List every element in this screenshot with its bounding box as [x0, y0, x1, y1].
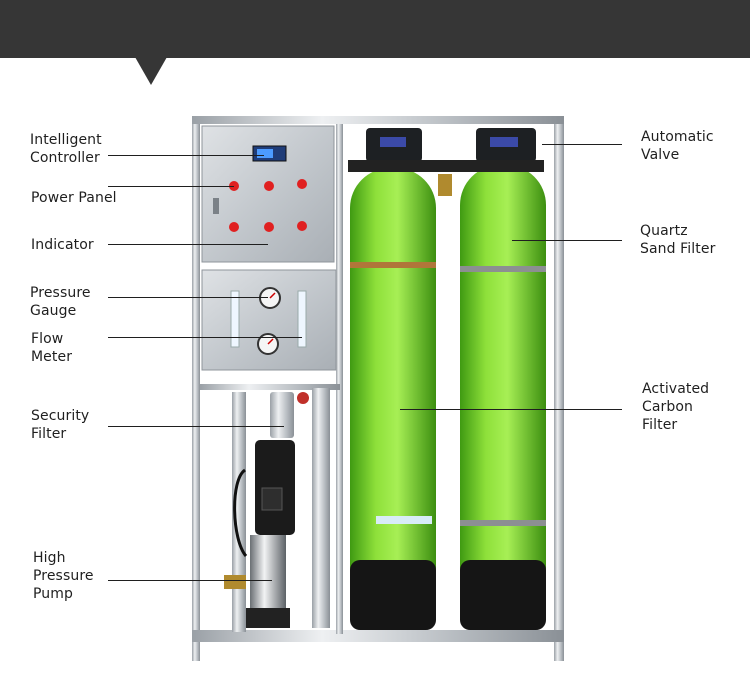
leader-intelligent-controller	[108, 155, 264, 156]
steel-frame	[192, 116, 564, 661]
label-automatic-valve: Automatic Valve	[641, 129, 714, 163]
label-pressure-gauge: Pressure Gauge	[30, 285, 91, 319]
label-quartz-sand-filter: Quartz Sand Filter	[640, 223, 716, 257]
control-box	[201, 125, 335, 263]
label-security-filter: Security Filter	[31, 408, 90, 442]
leader-quartz-sand-filter	[512, 240, 622, 241]
automatic-valve-heads	[348, 128, 544, 196]
leader-automatic-valve	[542, 144, 622, 145]
gauge-panel	[201, 269, 337, 371]
label-power-panel: Power Panel	[31, 190, 117, 206]
leader-high-pressure-pump	[108, 580, 272, 581]
label-indicator: Indicator	[31, 237, 94, 253]
leader-power-panel	[108, 186, 234, 187]
sand-filter-tank	[460, 165, 546, 630]
top-banner	[0, 0, 750, 58]
high-pressure-pump-body	[224, 440, 295, 628]
label-high-pressure-pump: High Pressure Pump	[33, 550, 94, 602]
label-intelligent-controller: Intelligent Controller	[30, 132, 102, 166]
leader-pressure-gauge	[108, 297, 268, 298]
label-flow-meter: Flow Meter	[31, 331, 73, 365]
leader-activated-carbon-filter	[400, 409, 622, 410]
banner-pointer	[135, 57, 167, 85]
label-activated-carbon-filter: Activated Carbon Filter	[642, 381, 710, 433]
leader-security-filter	[108, 426, 284, 427]
leader-flow-meter	[108, 337, 302, 338]
leader-indicator	[108, 244, 268, 245]
security-filter-housing	[232, 388, 330, 632]
carbon-filter-tank	[350, 168, 436, 630]
